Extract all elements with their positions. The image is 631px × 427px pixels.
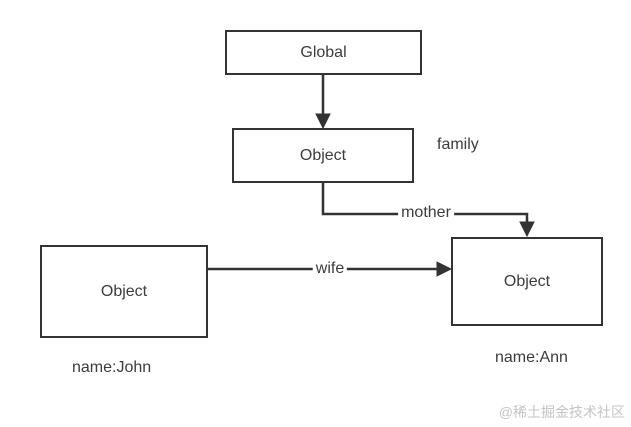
node-global-label: Global [300,43,347,61]
node-family-object-label: Object [299,146,347,164]
ann-name-annotation: name:Ann [495,349,568,366]
node-john-object-label: Object [100,282,148,300]
mother-edge-label: mother [398,204,454,222]
watermark-text: @稀土掘金技术社区 [498,404,625,420]
node-john-object: Object [40,245,208,338]
wife-edge-label: wife [312,260,348,278]
john-name-annotation: name:John [72,359,152,376]
node-ann-object-label: Object [503,272,551,290]
node-ann-object: Object [451,237,603,326]
family-annotation: family [437,136,479,153]
node-family-object: Object [232,128,414,183]
global-to-family-arrow [315,75,331,130]
node-global: Global [225,30,422,75]
